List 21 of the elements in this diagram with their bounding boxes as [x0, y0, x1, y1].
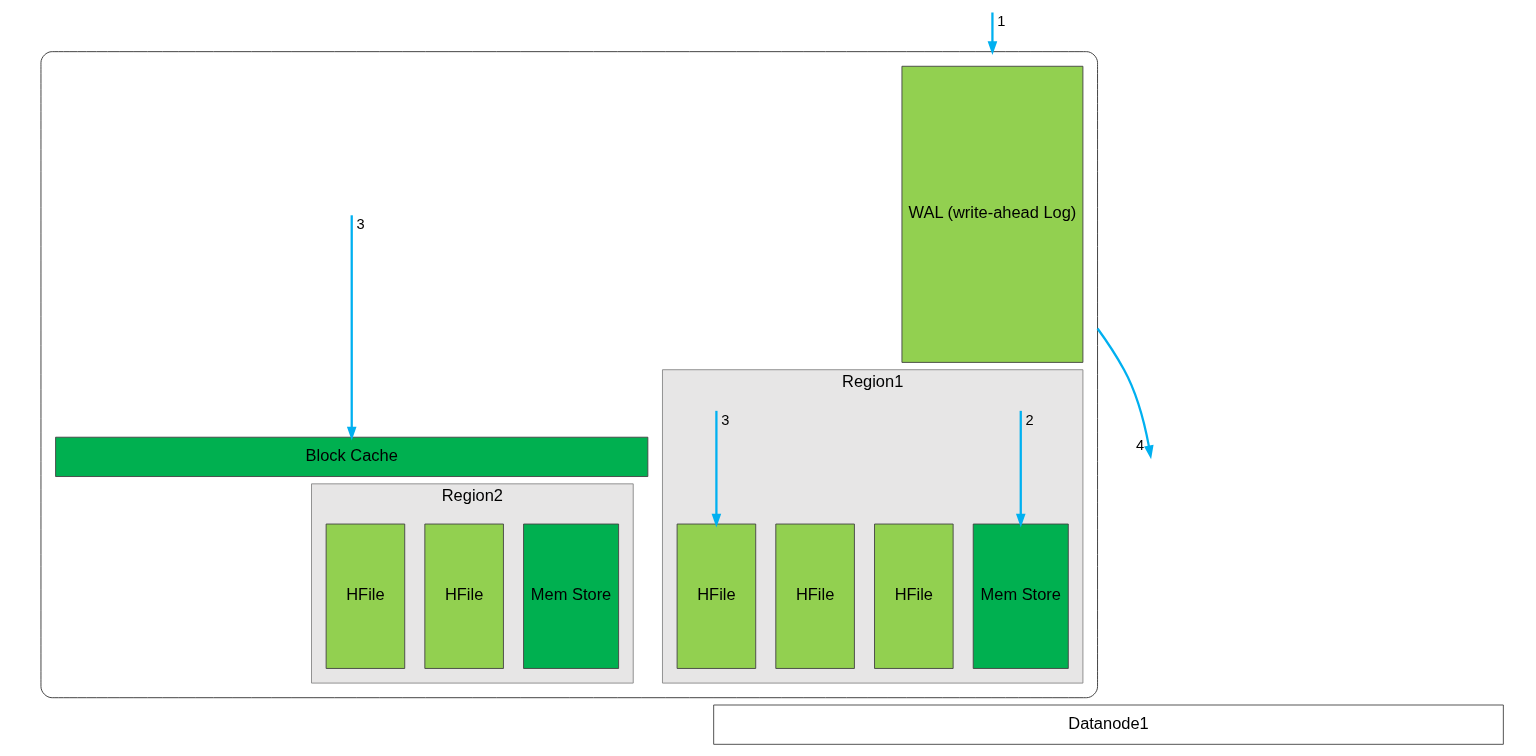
arrow [711, 410, 721, 528]
edge-label: 1 [996, 13, 1005, 30]
node-box: HFile [774, 523, 855, 669]
node-box: WAL (write-ahead Log) [901, 65, 1083, 363]
node-box: HFile [676, 523, 756, 669]
edge-label: 2 [1025, 411, 1034, 428]
arrow [987, 12, 997, 56]
node-box: HFile [423, 523, 504, 669]
node-box: Datanode1 [712, 704, 1504, 745]
node-box: Block Cache [54, 436, 648, 477]
cluster [40, 51, 1098, 699]
node-box: Mem Store [522, 523, 619, 669]
arrow [1015, 410, 1026, 528]
arrow [346, 215, 357, 441]
edge-label: 3 [720, 411, 729, 428]
node-box: HFile [325, 523, 405, 669]
edge-label: 4 [1135, 437, 1144, 454]
edge-label: 3 [355, 216, 365, 233]
node-box: HFile [873, 523, 954, 669]
node-box: Mem Store [972, 523, 1069, 669]
arrow [1096, 327, 1154, 460]
